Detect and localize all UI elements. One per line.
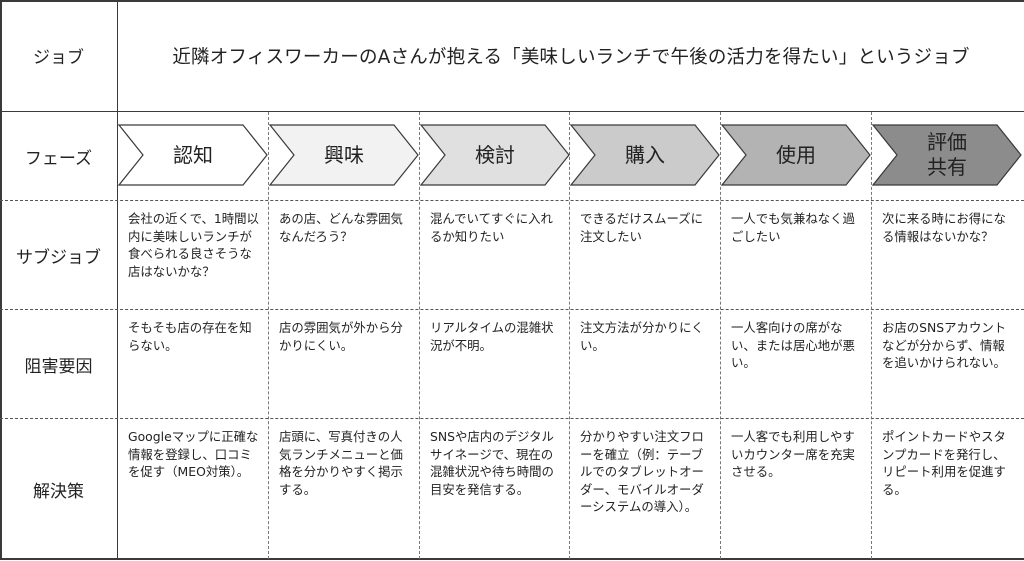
row-label-obstacle: 阻害要因 [24, 356, 93, 377]
solution-cell: 一人客でも利用しやすいカウンター席を充実させる。 [731, 429, 855, 479]
subjob-cell: あの店、どんな雰囲気なんだろう？ [279, 211, 403, 244]
chevron-shape [872, 124, 1022, 186]
subjob-cell: 会社の近くで、1時間以内に美味しいランチが食べられる良さそうな店はないかな？ [128, 211, 259, 279]
obstacle-cell: リアルタイムの混雑状況が不明。 [430, 320, 554, 353]
obstacle-cell: そもそも店の存在を知らない。 [128, 320, 252, 353]
phase-label: 購入 [625, 142, 665, 167]
subjob-cell: 一人でも気兼ねなく過ごしたい [731, 211, 855, 244]
solution-cell: SNSや店内のデジタルサイネージで、現在の混雑状況や待ち時間の目安を発信する。 [430, 429, 554, 497]
phase-label: 使用 [776, 142, 816, 167]
subjob-cell: できるだけスムーズに注文したい [580, 211, 704, 244]
phase-chevron-evaluate-share: 評価 共有 [872, 124, 1022, 186]
chevron-shape [420, 124, 570, 186]
chevron-shape [269, 124, 419, 186]
chevron-shape [570, 124, 720, 186]
phase-chevron-interest: 興味 [269, 124, 419, 186]
row-label-phase: フェーズ [24, 148, 93, 169]
obstacle-cell: 店の雰囲気が外から分かりにくい。 [279, 320, 403, 353]
job-statement: 近隣オフィスワーカーのAさんが抱える「美味しいランチで午後の活力を得たい」という… [172, 46, 970, 68]
subjob-row-divider [0, 309, 1024, 310]
obstacle-cell: 注文方法が分かりにくい。 [580, 320, 704, 353]
phase-label: 認知 [173, 142, 213, 167]
phase-label: 興味 [324, 142, 364, 167]
phase-chevron-usage: 使用 [721, 124, 871, 186]
chevron-shape [118, 124, 268, 186]
table-border-top [0, 0, 1024, 2]
phase-label: 検討 [475, 142, 515, 167]
table-border-left [0, 0, 2, 560]
obstacle-row-divider [0, 418, 1024, 419]
row-label-subjob: サブジョブ [16, 247, 101, 268]
phase-chevron-awareness: 認知 [118, 124, 268, 186]
label-column-divider [117, 0, 119, 560]
obstacle-cell: お店のSNSアカウントなどが分からず、情報を追いかけられない。 [882, 320, 1007, 370]
phase-row-divider [0, 200, 1024, 201]
solution-cell: 分かりやすい注文フローを確立（例：テーブルでのタブレットオーダー、モバイルオーダ… [580, 429, 704, 514]
row-label-job: ジョブ [33, 48, 84, 68]
chevron-shape [721, 124, 871, 186]
phase-chevron-purchase: 購入 [570, 124, 720, 186]
table-border-bottom [0, 558, 1024, 560]
phase-label: 評価 共有 [927, 130, 967, 179]
subjob-cell: 混んでいてすぐに入れるか知りたい [430, 211, 553, 244]
solution-cell: Googleマップに正確な情報を登録し、口コミを促す（MEO対策）。 [128, 429, 259, 479]
phase-column-divider [871, 112, 872, 559]
solution-cell: 店頭に、写真付きの人気ランチメニューと価格を分かりやすく掲示する。 [279, 429, 403, 497]
subjob-cell: 次に来る時にお得になる情報はないかな？ [882, 211, 1006, 244]
phase-column-divider [569, 112, 570, 559]
phase-column-divider [419, 112, 420, 559]
obstacle-cell: 一人客向けの席がない、または居心地が悪い。 [731, 320, 855, 370]
job-row-divider [0, 111, 1024, 113]
phase-column-divider [720, 112, 721, 559]
row-label-solution: 解決策 [33, 481, 84, 502]
phase-chevron-consideration: 検討 [420, 124, 570, 186]
phase-column-divider [268, 112, 269, 559]
solution-cell: ポイントカードやスタンプカードを発行し、リピート利用を促進する。 [882, 429, 1006, 497]
